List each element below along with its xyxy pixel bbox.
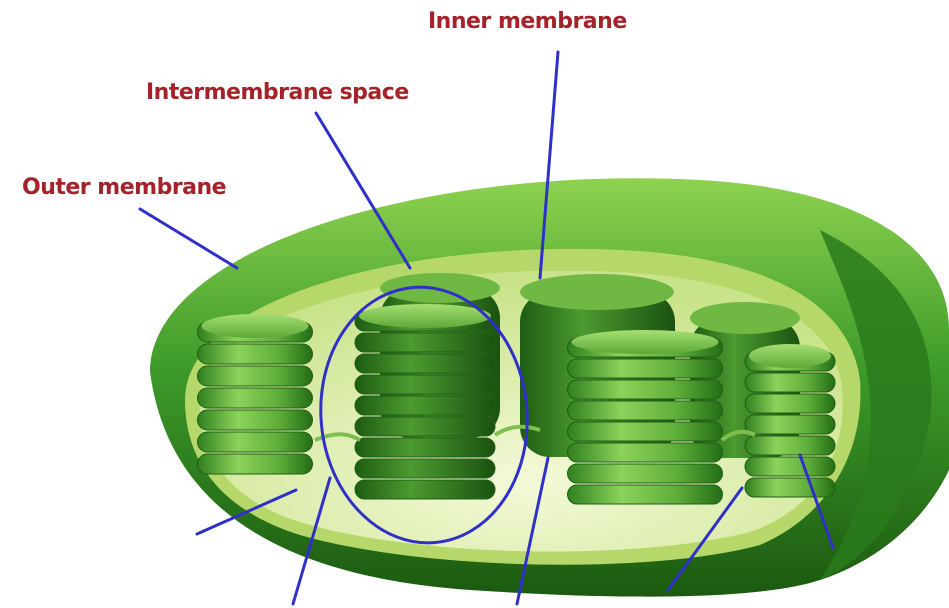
granum-left bbox=[198, 314, 313, 474]
thylakoid-disc bbox=[355, 396, 495, 415]
thylakoid-disc bbox=[198, 388, 313, 408]
thylakoid-disc-top bbox=[749, 344, 831, 368]
thylakoid-disc bbox=[745, 394, 835, 413]
thylakoid-disc bbox=[568, 401, 723, 420]
thylakoid-disc bbox=[355, 480, 495, 499]
thylakoid-disc bbox=[568, 443, 723, 462]
thylakoid-disc bbox=[355, 333, 495, 352]
thylakoid-disc bbox=[198, 344, 313, 364]
thylakoid-disc bbox=[568, 359, 723, 378]
thylakoid-disc-top bbox=[202, 314, 309, 338]
thylakoid-disc bbox=[568, 464, 723, 483]
thylakoid-disc bbox=[745, 478, 835, 497]
granum-highlighted bbox=[355, 304, 495, 499]
thylakoid-disc bbox=[198, 366, 313, 386]
thylakoid-disc bbox=[745, 436, 835, 455]
thylakoid-disc bbox=[745, 373, 835, 392]
thylakoid-disc bbox=[568, 422, 723, 441]
granum-right bbox=[745, 344, 835, 497]
thylakoid-disc-top bbox=[572, 330, 719, 354]
label-intermembrane-space: Intermembrane space bbox=[146, 80, 409, 105]
thylakoid-disc bbox=[355, 438, 495, 457]
thylakoid-disc bbox=[568, 380, 723, 399]
label-inner-membrane: Inner membrane bbox=[428, 9, 627, 34]
thylakoid-disc bbox=[355, 354, 495, 373]
thylakoid-disc bbox=[198, 410, 313, 430]
thylakoid-disc bbox=[198, 432, 313, 452]
thylakoid-disc-top bbox=[359, 304, 491, 328]
thylakoid-disc bbox=[745, 415, 835, 434]
granum-front-center bbox=[568, 330, 723, 504]
thylakoid-disc bbox=[355, 417, 495, 436]
thylakoid-disc bbox=[355, 459, 495, 478]
thylakoid-disc bbox=[745, 457, 835, 476]
thylakoid-disc bbox=[568, 485, 723, 504]
label-outer-membrane: Outer membrane bbox=[22, 175, 226, 200]
thylakoid-disc bbox=[355, 375, 495, 394]
leader-line-outer-membrane bbox=[140, 209, 237, 268]
thylakoid-disc bbox=[198, 454, 313, 474]
